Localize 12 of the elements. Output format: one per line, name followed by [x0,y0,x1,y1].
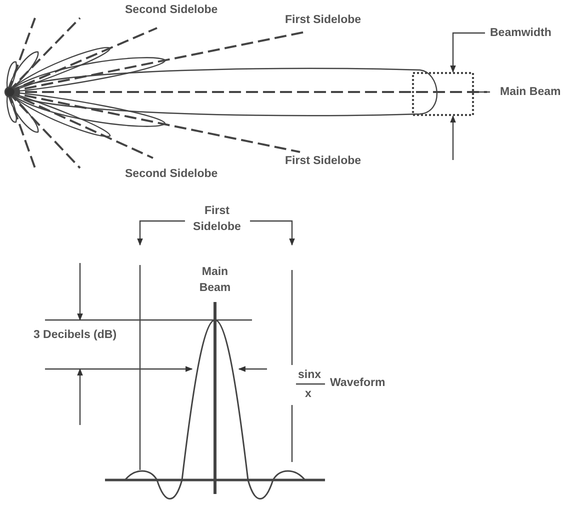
formula-denominator: x [305,387,312,402]
dimension-label: 3 Decibels (dB) [32,328,118,343]
part-label: Second Sidelobe [125,167,218,182]
dimension-label: First Sidelobe [192,204,242,235]
part-label: Main Beam [500,85,561,100]
part-label: Main Beam [198,265,232,296]
formula-numerator: sinx [298,368,322,383]
part-label: Second Sidelobe [125,3,218,18]
part-label: First Sidelobe [285,154,362,169]
dimension-label: Beamwidth [490,26,552,41]
part-label: First Sidelobe [285,13,362,28]
part-label: Waveform [330,376,386,391]
